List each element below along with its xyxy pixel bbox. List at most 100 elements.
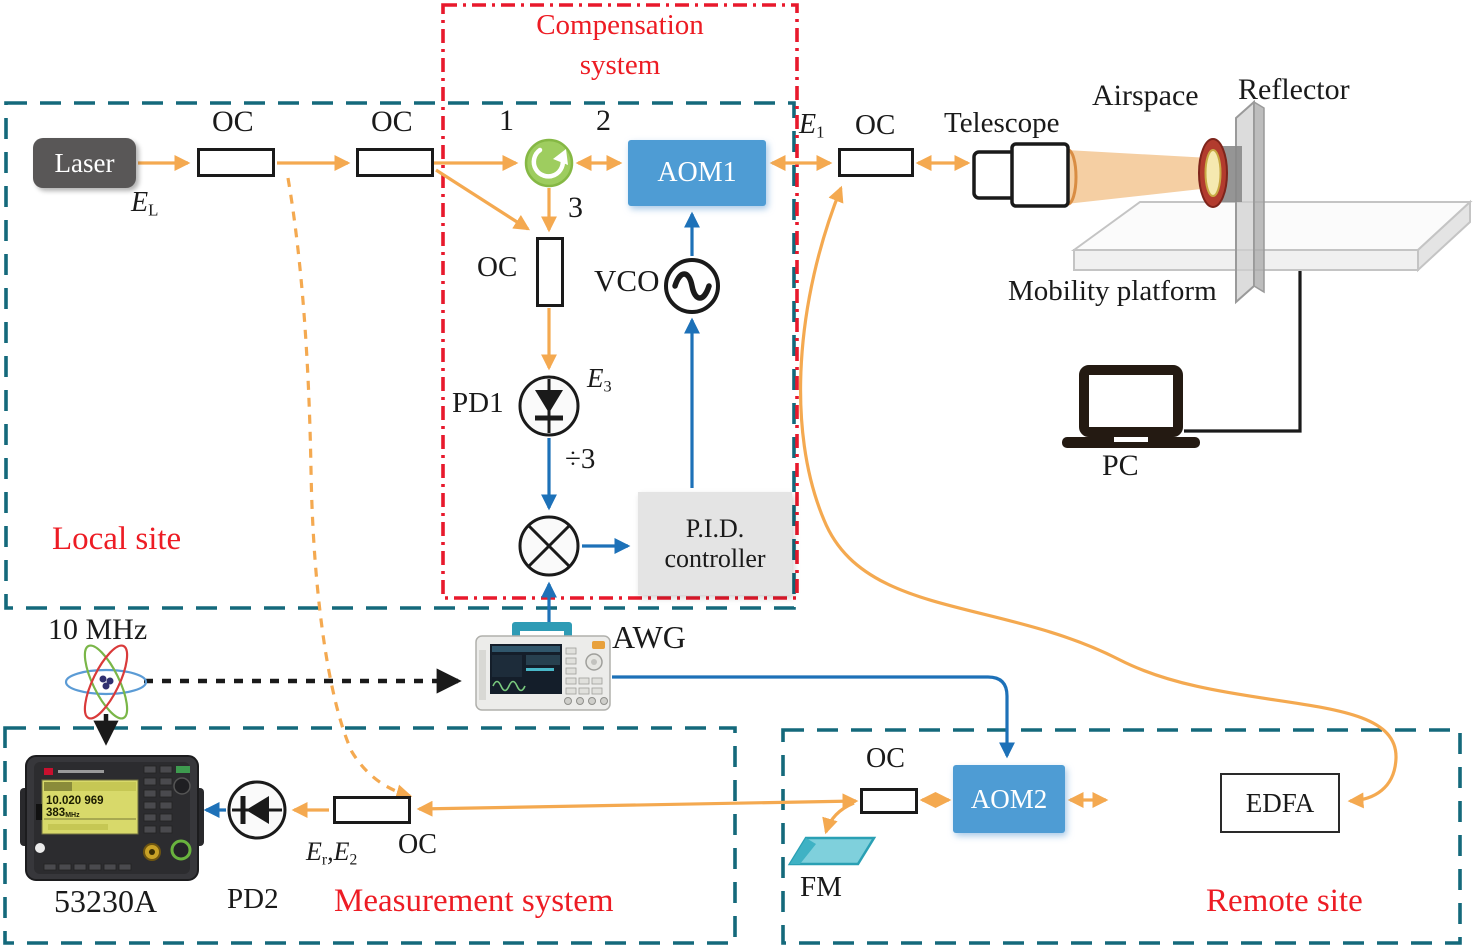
mixer-cross-2 [527,524,571,568]
fiber-reference-dashed-oc1-to-oc4 [286,177,413,801]
atom-nucleus [102,682,110,690]
counter-screen-line [44,818,136,820]
pid-controller-box: P.I.D. controller [638,492,792,595]
pd2-diode-triangle [246,796,269,824]
remote-site-title: Remote site [1206,883,1363,919]
pd2-icon [227,780,287,840]
edfa-label: EDFA [1245,787,1315,818]
airspace-label: Airspace [1092,79,1199,112]
circulator-port1-label: 1 [499,104,514,137]
reference-lines [93,270,1302,746]
reflector-plate-side [1253,100,1265,294]
fiber-oc2-branch-to-ocvert [435,168,531,231]
counter-run-button [176,766,190,773]
awg-screen-menu [492,646,560,652]
counter-brand-logo [44,768,53,775]
pd1-icon [518,375,580,437]
oc2-box [356,148,434,177]
pc-to-platform-line [1184,270,1302,433]
counter-bnc-gold-center [149,849,155,855]
reflector-mount [1222,146,1242,202]
telescope-graphic [972,138,1242,208]
circulator-icon [524,138,574,188]
fm-label: FM [800,871,842,903]
pc-label: PC [1102,449,1139,482]
circulator-port3-label: 3 [568,191,583,224]
counter-bnc-green [170,839,192,861]
oc2-label: OC [371,105,413,138]
counter-screen-softrow [48,824,108,830]
pid-label-line1: P.I.D. [685,513,745,543]
reflector-label: Reflector [1238,73,1350,106]
laser-label: Laser [54,147,115,178]
awg-device-graphic [475,622,611,711]
compensation-title-line2: system [579,49,661,81]
awg-waveform-trace [492,680,526,692]
awg-vents [479,650,486,700]
laptop-base [1062,437,1200,448]
pd2-label: PD2 [227,883,279,915]
oc1-box [197,148,275,177]
awg-power-button [592,641,605,649]
circulator-arrow [531,147,566,179]
divide-by-3-label: ÷3 [565,443,596,475]
atom-orbit-red [83,644,129,720]
pid-label-line2: controller [664,543,766,573]
oc3-label: OC [855,109,896,141]
oc-vertical-box [536,237,564,307]
counter-softkeys [43,863,132,871]
atom-nucleus [106,677,114,685]
laptop-screen [1079,365,1183,437]
counter-display: 10.020 969 383MHz [46,795,134,819]
counter-power-button [35,843,45,853]
oc-vertical-label: OC [477,251,518,283]
counter-brand-text [58,770,104,773]
laser-box: Laser [33,138,136,188]
circulator-port2-label: 2 [596,104,611,137]
aom1-box: AOM1 [628,140,766,206]
edfa-box: EDFA [1220,773,1340,833]
fiber-oc3-to-edfa-long-link [798,185,1398,809]
platform-side-face [1417,199,1471,273]
awg-screen-readout [526,668,554,671]
counter-screen-header [44,782,136,791]
counter-display-unit: MHz [65,812,80,819]
atom-icon [64,644,148,720]
counter-usb-port [36,804,42,820]
awg-handle-post [512,626,520,640]
optical-fibers [138,155,1398,835]
atom-nucleus [99,675,107,683]
oc5-box [860,788,918,814]
compensation-title-line1: Compensation [536,9,704,41]
counter-knob [173,777,191,795]
oc4-box [333,796,411,824]
awg-bnc-connectors [564,697,608,705]
aom1-label: AOM1 [657,157,737,188]
vco-icon [664,258,720,314]
atom-orbit-blue [64,668,148,696]
awg-buttons [565,647,603,695]
fm-icon [787,836,877,866]
oc4-label: OC [398,829,437,860]
signal-e1-label: E1 [799,109,825,142]
counter-keypad [143,765,173,834]
fm-mirror-edge [790,838,816,864]
measurement-system-title: Measurement system [334,883,614,919]
compensation-system-border [441,3,799,600]
signal-er-e2-label: Er,E2 [306,837,358,869]
oc5-label: OC [866,743,905,774]
mobility-platform-graphic [1070,199,1473,273]
signal-el-label: EL [131,187,159,220]
awg-screen-panel [526,655,560,665]
laptop-base-notch [1114,437,1148,442]
reflector-aperture [1204,149,1222,197]
awg-label: AWG [612,619,686,655]
cable-awg-to-aom2 [612,675,1015,759]
pd1-label: PD1 [452,387,504,419]
local-site-border [4,101,796,610]
awg-knob-center [591,659,597,665]
pd1-diode-triangle [535,390,563,413]
site-borders [3,3,1462,945]
